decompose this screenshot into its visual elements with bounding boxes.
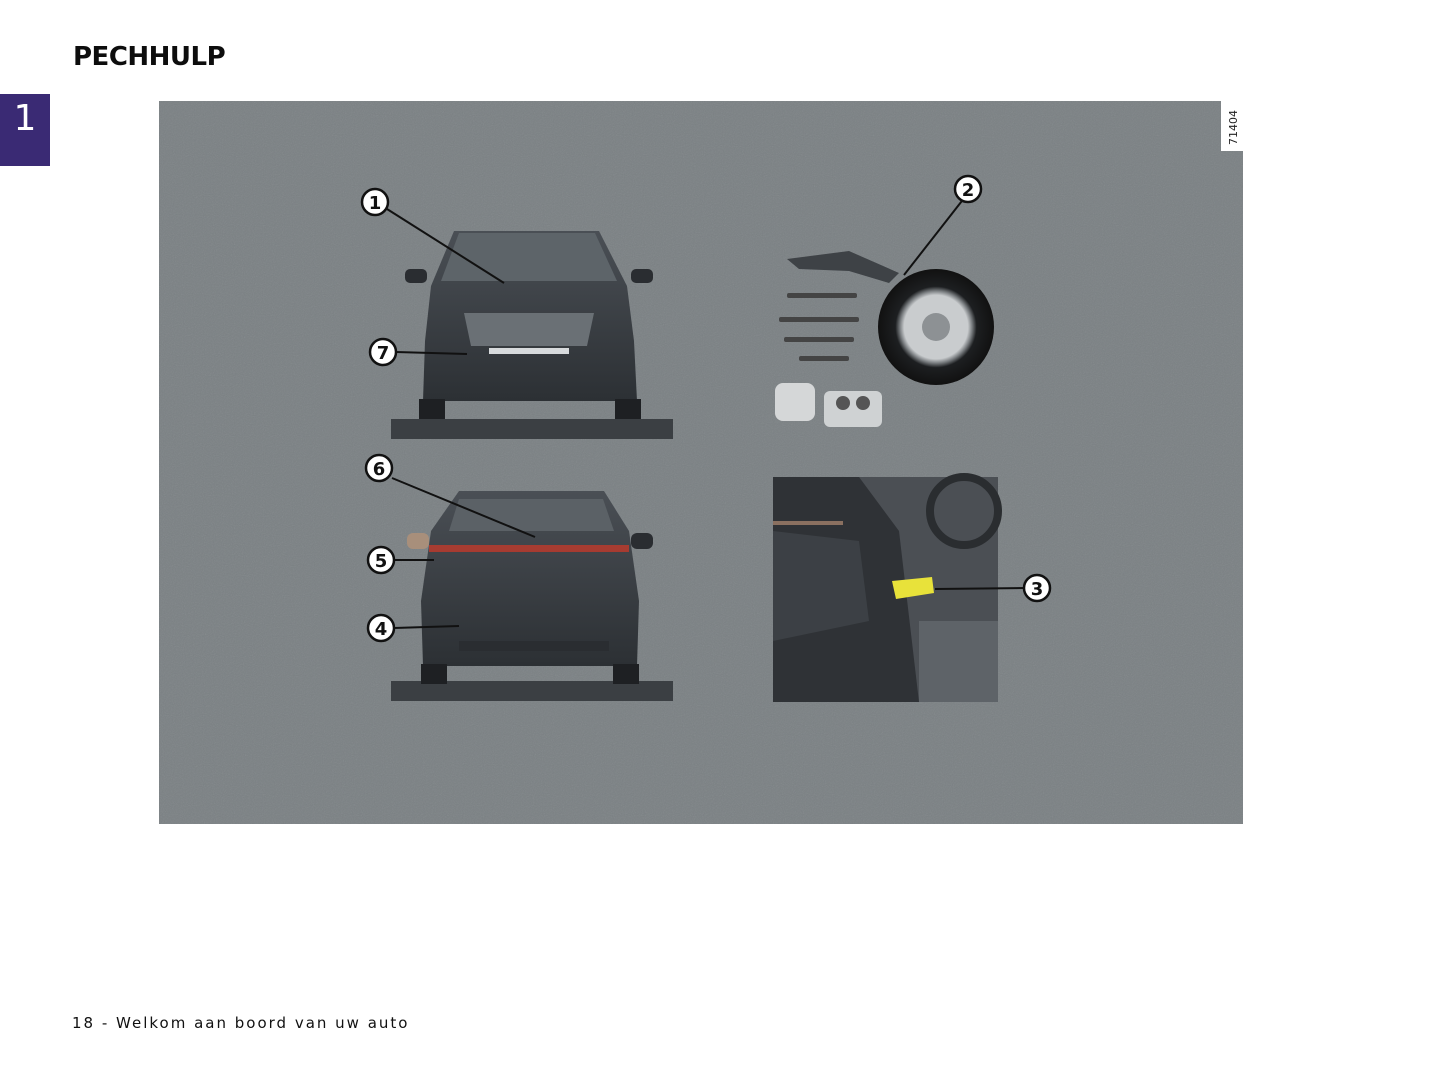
- callout-7: 7: [368, 337, 398, 367]
- callout-6: 6: [364, 453, 394, 483]
- page-title: PECHHULP: [73, 42, 226, 72]
- callout-2: 2: [953, 174, 983, 204]
- callout-4-label: 4: [375, 619, 388, 640]
- callout-1-label: 1: [369, 193, 382, 214]
- callout-leaders: [386, 196, 1026, 629]
- chapter-tab[interactable]: 1: [0, 94, 50, 166]
- breakdown-illustration: 71404: [159, 101, 1243, 824]
- callout-1: 1: [360, 187, 390, 217]
- callout-7-label: 7: [377, 343, 390, 364]
- reference-code: 71404: [1227, 110, 1240, 145]
- callout-3-label: 3: [1031, 579, 1044, 600]
- callout-5-label: 5: [375, 551, 388, 572]
- callout-4: 4: [366, 613, 396, 643]
- tool-kit-illustration: [775, 251, 994, 427]
- reference-code-label: 71404: [1221, 101, 1243, 151]
- interior-photo: [773, 473, 1002, 702]
- car-rear-view: [391, 491, 673, 701]
- callout-6-label: 6: [373, 459, 386, 480]
- page-footer: 18 - Welkom aan boord van uw auto: [72, 1014, 410, 1032]
- callout-2-label: 2: [962, 180, 975, 201]
- callout-5: 5: [366, 545, 396, 575]
- callout-3: 3: [1022, 573, 1052, 603]
- chapter-number: 1: [13, 98, 37, 139]
- car-front-view: [391, 231, 673, 439]
